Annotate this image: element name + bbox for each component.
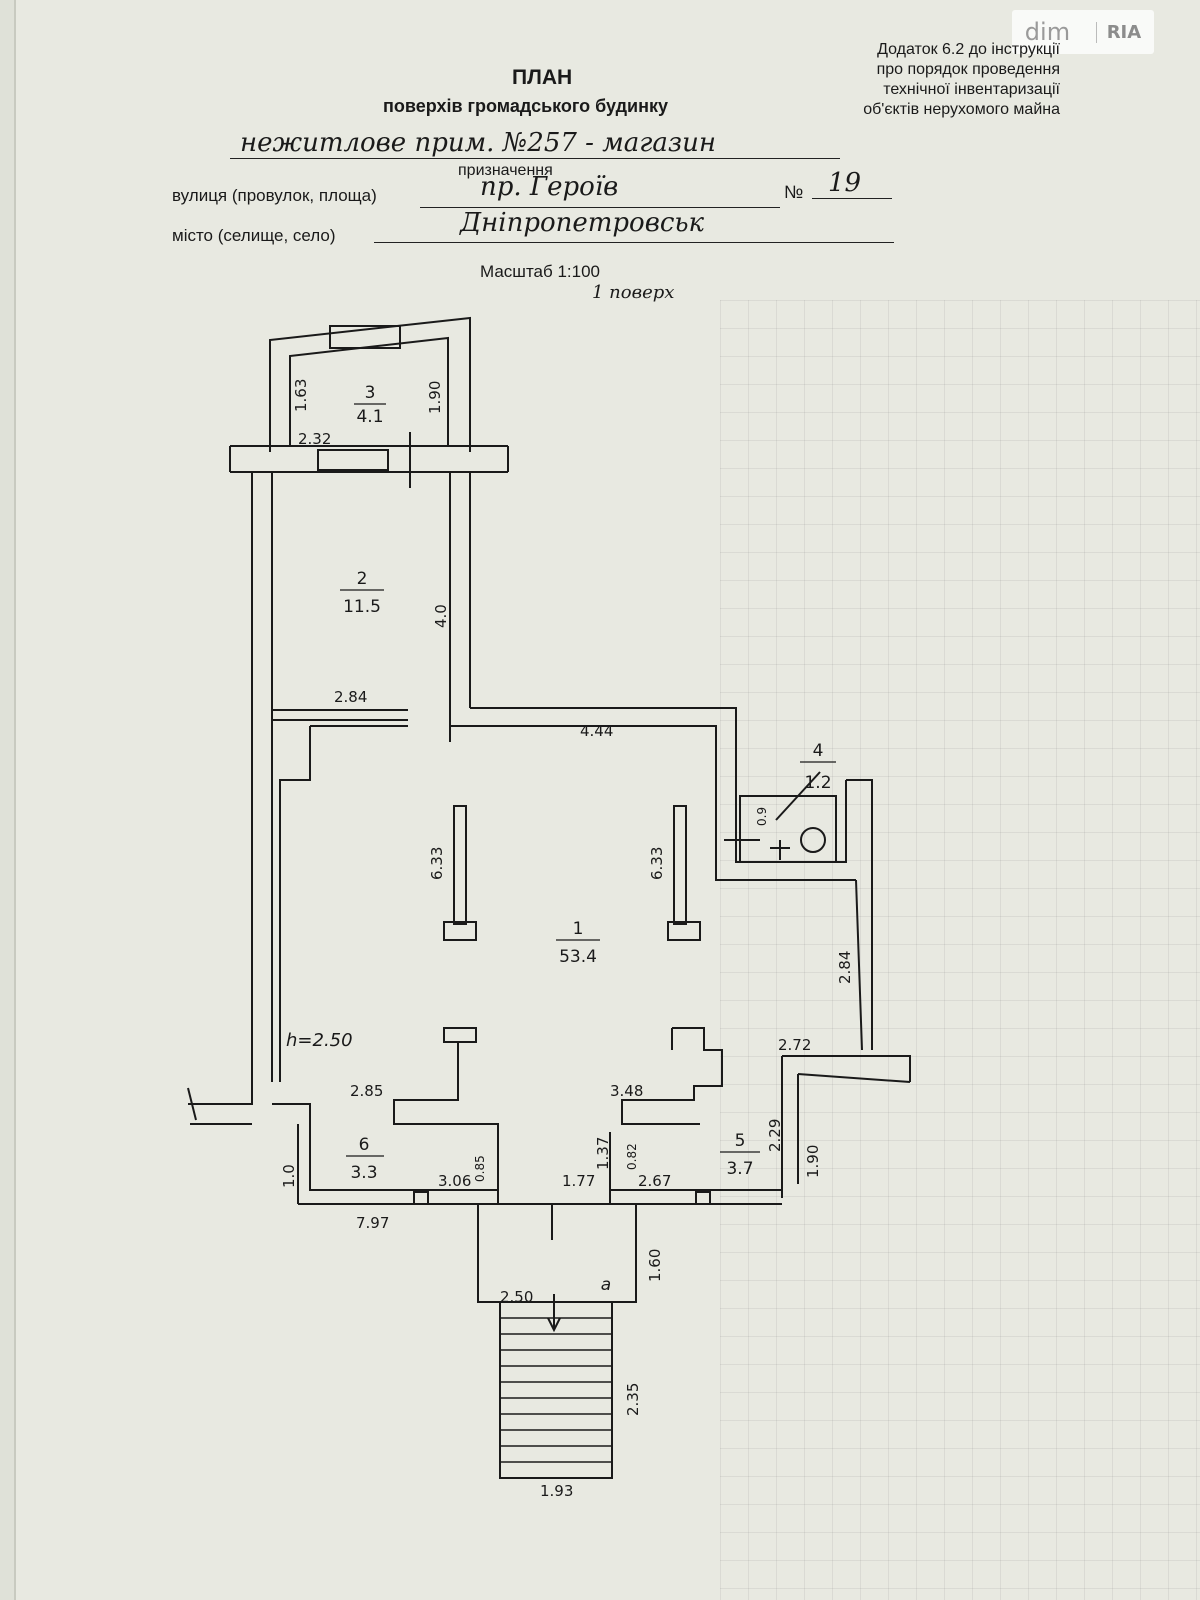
room-3-area: 4.1 [356, 407, 383, 427]
dim-r5-bottom: 2.67 [638, 1172, 671, 1190]
room-labels: 3 4.1 2 11.5 1 53.4 4 1.2 5 3.7 6 3.3 a [340, 383, 836, 1295]
room-3-number: 3 [365, 383, 376, 403]
dim-left-side: 1.0 [280, 1164, 298, 1188]
dim-r3-left: 1.63 [292, 379, 310, 412]
dim-total: 7.97 [356, 1214, 389, 1232]
dim-porch-width: 2.50 [500, 1288, 533, 1306]
column-icon [673, 805, 687, 925]
plan-subtitle: поверхів громадського будинку [383, 96, 668, 116]
watermark-logo: dim RIA [1012, 10, 1154, 54]
room-2-area: 11.5 [343, 597, 381, 617]
plan-title: ПЛАН [512, 66, 573, 89]
window-icon [413, 1191, 429, 1205]
toilet-icon [800, 827, 826, 853]
window-icon [695, 1191, 711, 1205]
dim-r4-side: 0.9 [755, 807, 769, 826]
appendix-note: Додаток 6.2 до інструкції про порядок пр… [830, 40, 1060, 120]
street-underline [420, 207, 780, 208]
dimension-labels: 1.63 1.90 2.32 4.0 2.84 4.44 6.33 6.33 0… [280, 379, 854, 1500]
dim-r3-bottom: 2.32 [298, 430, 331, 448]
number-label: № [784, 182, 804, 202]
dim-east-wall: 2.84 [836, 951, 854, 984]
watermark-ria: RIA [1095, 21, 1141, 43]
room-6-area: 3.3 [350, 1163, 377, 1183]
window-icon [329, 325, 401, 349]
room-1-number: 1 [573, 919, 584, 939]
room-1-area: 53.4 [559, 947, 597, 967]
dim-column-right: 6.33 [648, 847, 666, 880]
room-6-number: 6 [359, 1135, 370, 1155]
dim-r5-door: 0.82 [625, 1143, 639, 1170]
room-5-number: 5 [735, 1131, 746, 1151]
street-value: пр. Героїв [480, 172, 619, 202]
street-label: вулиця (провулок, площа) [172, 186, 377, 205]
purpose-value: нежитлове прим. №257 - магазин [240, 128, 716, 158]
room-2-number: 2 [357, 569, 368, 589]
column-icon [453, 805, 467, 925]
stair-treads [500, 1317, 612, 1463]
dim-stairs-width: 1.93 [540, 1482, 573, 1500]
number-value: 19 [828, 168, 862, 198]
dim-column-left: 6.33 [428, 847, 446, 880]
dim-r6-door: 0.85 [473, 1155, 487, 1182]
appendix-line: технічної інвентаризації [883, 81, 1060, 98]
dim-porch-depth: 1.60 [646, 1249, 664, 1282]
floor-label: 1 поверх [592, 282, 675, 303]
city-label: місто (селище, село) [172, 226, 336, 245]
room-height: h=2.50 [286, 1030, 353, 1051]
room-4-area: 1.2 [804, 773, 831, 793]
watermark-dim: dim [1024, 18, 1071, 46]
dim-r2-bottom: 2.84 [334, 688, 367, 706]
city-value: Дніпропетровськ [460, 208, 705, 238]
window-icon [317, 449, 389, 471]
room-5-area: 3.7 [726, 1159, 753, 1179]
dim-r5-top: 3.48 [610, 1082, 643, 1100]
dim-r6-top: 2.85 [350, 1082, 383, 1100]
dim-r3-right: 1.90 [426, 381, 444, 414]
room-4-number: 4 [813, 741, 824, 761]
purpose-underline [230, 158, 840, 159]
porch-label: a [601, 1275, 611, 1295]
dim-r5-right: 2.29 [766, 1119, 784, 1152]
appendix-line: Додаток 6.2 до інструкції [877, 41, 1060, 58]
dim-east-step: 2.72 [778, 1036, 811, 1054]
dim-r6-bottom: 3.06 [438, 1172, 471, 1190]
dim-stairs-length: 2.35 [624, 1383, 642, 1416]
dim-right-side: 1.90 [804, 1145, 822, 1178]
dim-r1-top: 4.44 [580, 722, 613, 740]
walls [187, 316, 911, 1479]
dim-center-top: 1.37 [594, 1137, 612, 1170]
dim-center-bottom: 1.77 [562, 1172, 595, 1190]
appendix-line: про порядок проведення [876, 61, 1060, 78]
appendix-line: об'єктів нерухомого майна [863, 101, 1060, 118]
graph-paper-grid [720, 300, 1200, 1600]
city-underline [374, 242, 894, 243]
scale-label: Масштаб 1:100 [480, 262, 600, 281]
dim-r2-right: 4.0 [432, 604, 450, 628]
purpose-caption: призначення [458, 162, 553, 179]
number-underline [812, 198, 892, 199]
